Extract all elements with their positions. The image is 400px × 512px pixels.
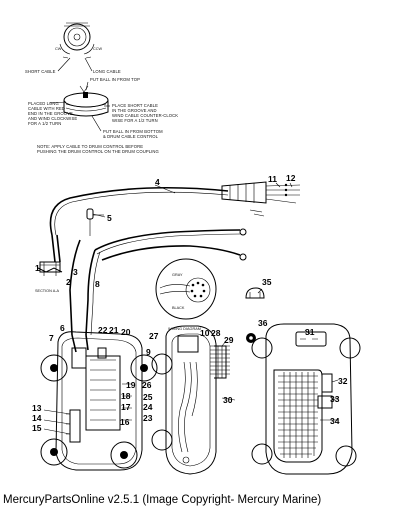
- callout-5: 5: [107, 213, 112, 223]
- callout-21: 21: [109, 325, 119, 335]
- cable-harness: [49, 181, 301, 336]
- callout-13: 13: [32, 403, 42, 413]
- placed-long-note-5: FOR A 1/2 TURN: [28, 121, 61, 126]
- ccw-label: CCW: [93, 47, 102, 51]
- cw-label: CW: [55, 47, 62, 51]
- short-cable-label: SHORT CABLE: [25, 69, 56, 74]
- callout-numbers: 1 2 3 4 5 6 7 8 9 10 11 12 13 14 15 16 1…: [32, 173, 348, 433]
- callout-22: 22: [98, 325, 108, 335]
- part-35-clip: [245, 287, 265, 299]
- callout-19: 19: [126, 380, 136, 390]
- callout-9: 9: [146, 347, 151, 357]
- drum-detail-top: CW CCW SHORT CABLE LONG CABLE: [25, 22, 121, 74]
- pedal-base-left: [40, 331, 158, 471]
- callout-35: 35: [262, 277, 272, 287]
- callout-3: 3: [73, 267, 78, 277]
- callout-31: 31: [305, 327, 315, 337]
- pedal-top-right: [251, 323, 361, 475]
- callout-34: 34: [330, 416, 340, 426]
- callout-36: 36: [258, 318, 268, 328]
- callout-25: 25: [143, 392, 153, 402]
- apply-cable-note-1: NOTE: APPLY CABLE TO DRUM CONTROL BEFORE: [37, 144, 143, 149]
- placed-long-note-1: PLACED LONG: [28, 101, 59, 106]
- section-label: SECTION A-A: [35, 289, 60, 293]
- put-ball-top-note: PUT BALL IN FROM TOP: [90, 77, 140, 82]
- gray-wire-label: GRAY: [172, 273, 183, 277]
- leader-lines: [43, 182, 339, 435]
- place-short-note-4: WISE FOR A 1/2 TURN: [112, 118, 158, 123]
- grip-pad-texture: [278, 372, 318, 458]
- callout-8: 8: [95, 279, 100, 289]
- callout-15: 15: [32, 423, 42, 433]
- callout-32: 32: [338, 376, 348, 386]
- place-short-note-2: IN THE GROOVE AND: [112, 108, 157, 113]
- placed-long-note-4: AND WIND CLOCKWISE: [28, 116, 77, 121]
- callout-30: 30: [223, 395, 233, 405]
- callout-16: 16: [120, 417, 130, 427]
- part-36-washer: [246, 333, 256, 343]
- image-caption: MercuryPartsOnline v2.5.1 (Image Copyrig…: [3, 494, 322, 506]
- callout-11: 11: [268, 174, 277, 184]
- pedal-housing-middle: [151, 325, 230, 475]
- wiring-detail: GRAY BLACK WIRING DIAGRAM: [155, 258, 217, 331]
- callout-10: 10: [200, 328, 210, 338]
- drum-detail-side: PUT BALL IN FROM TOP PLACED LONG CABLE W…: [28, 77, 178, 154]
- callout-17: 17: [121, 402, 131, 412]
- callout-18: 18: [121, 391, 131, 401]
- black-wire-label: BLACK: [172, 306, 185, 310]
- drum-cable-control-note: & DRUM CABLE CONTROL: [103, 134, 159, 139]
- callout-12: 12: [286, 173, 296, 183]
- place-short-note-1: PLACE SHORT CABLE: [112, 103, 158, 108]
- section-a-a: SECTION A-A: [35, 261, 63, 293]
- placed-long-note-3: END IN THE GROOVE: [28, 111, 73, 116]
- callout-26: 26: [142, 380, 152, 390]
- callout-27: 27: [149, 331, 159, 341]
- wiring-diagram-label: WIRING DIAGRAM: [168, 327, 201, 331]
- callout-20: 20: [121, 327, 131, 337]
- place-short-note-3: WIND CABLE COUNTER-CLOCK: [112, 113, 178, 118]
- placed-long-note-2: CABLE WITH RED: [28, 106, 65, 111]
- callout-23: 23: [143, 413, 153, 423]
- long-cable-label: LONG CABLE: [93, 69, 121, 74]
- callout-1: 1: [35, 263, 40, 273]
- put-ball-bottom-note: PUT BALL IN FROM BOTTOM: [103, 129, 163, 134]
- callout-24: 24: [143, 402, 153, 412]
- callout-6: 6: [60, 323, 65, 333]
- callout-4: 4: [155, 177, 160, 187]
- callout-7: 7: [49, 333, 54, 343]
- callout-29: 29: [224, 335, 234, 345]
- callout-2: 2: [66, 277, 71, 287]
- callout-33: 33: [330, 394, 340, 404]
- apply-cable-note-2: PUSHING THE DRUM CONTROL ON THE DRUM COU…: [37, 149, 159, 154]
- callout-14: 14: [32, 413, 42, 423]
- part-5-connector: [86, 208, 104, 236]
- callout-28: 28: [211, 328, 221, 338]
